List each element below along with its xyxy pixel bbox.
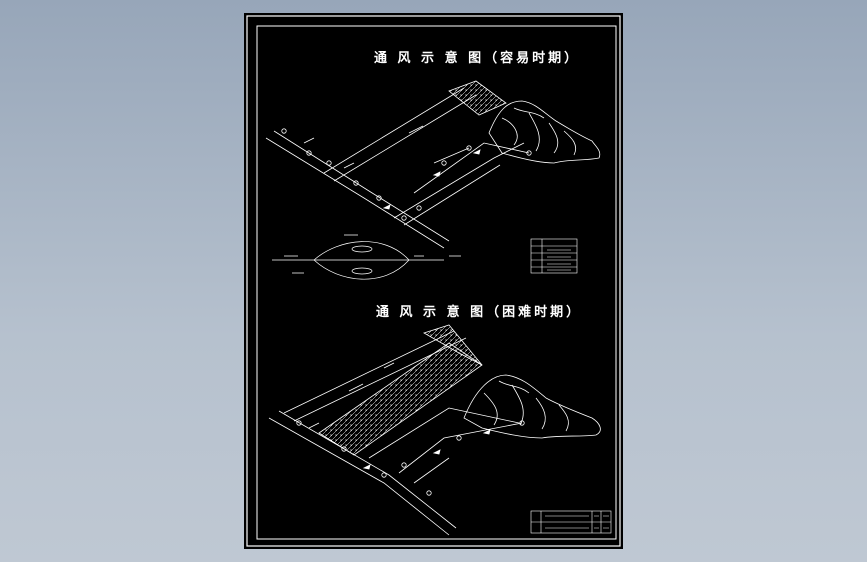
ventilation-network-diagram — [272, 234, 461, 280]
top-ventilation-diagram — [265, 80, 601, 249]
cad-drawing — [246, 15, 621, 547]
legend-table — [530, 238, 578, 274]
outer-frame — [246, 15, 621, 547]
drawing-sheet: 通 风 示 意 图（容易时期） 通 风 示 意 图（困难时期） — [244, 13, 623, 549]
title-block — [530, 510, 612, 534]
title-difficult-period: 通 风 示 意 图（困难时期） — [376, 305, 583, 320]
title-easy-period: 通 风 示 意 图（容易时期） — [374, 51, 581, 66]
bottom-ventilation-diagram — [268, 324, 601, 536]
inner-frame — [256, 25, 617, 540]
